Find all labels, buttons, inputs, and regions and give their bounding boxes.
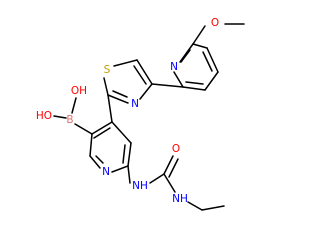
chemical-structure-diagram: O N S N B OH HO N NH O NH: [36, 17, 245, 211]
bond-nh-carbonyl: [149, 173, 165, 184]
bond-carbonyl-o: [163, 155, 174, 175]
atom-labels: O N S N B OH HO N NH O NH: [36, 17, 219, 205]
bond-thiazole-pyridine: [107, 94, 113, 123]
bond-th-c5-s: [113, 59, 138, 67]
bond-th-c2-n-inner: [112, 90, 128, 98]
atom-label-boron: B: [66, 114, 73, 126]
bond-mp-c2-n-inner: [95, 155, 104, 164]
bond-mp-c6-c5-inner: [122, 144, 126, 164]
atom-label-thiazole-s: S: [104, 64, 111, 76]
bond-c6-nh: [127, 165, 131, 184]
bond-o-pyridine: [192, 25, 206, 45]
bond-mp-c3-c2: [89, 133, 93, 157]
bond-mp-n-c6: [111, 165, 129, 173]
atom-label-urea-o: O: [172, 143, 180, 155]
atom-label-urea-nh-left: NH: [132, 180, 148, 192]
bond-th-c2-n: [107, 94, 129, 104]
bond-mp-c4-c3: [91, 121, 113, 135]
bond-boron-oh-lower: [53, 115, 67, 119]
atom-label-pyridine-n-top: N: [170, 61, 178, 73]
bond-th-s-c2: [103, 77, 109, 96]
bond-py-c2-c3: [182, 86, 206, 91]
bond-nh-ethyl: [187, 201, 203, 211]
atom-label-methoxy-o: O: [211, 17, 219, 29]
atom-label-urea-nh-right: NH: [172, 193, 188, 205]
bond-mp-c2-n: [89, 155, 101, 169]
bond-c3-boron: [74, 123, 93, 135]
bond-ethyl: [201, 205, 225, 211]
bond-py-c5-c6: [192, 43, 208, 49]
bond-mp-c6-c5: [127, 142, 132, 167]
bond-mp-c4-c3-inner: [93, 127, 111, 139]
bond-py-c6-n: [179, 43, 194, 63]
bonds: [53, 23, 245, 211]
bond-py-thiazole: [151, 83, 184, 88]
atom-label-thiazole-n: N: [131, 98, 139, 110]
bond-th-c4-c5: [136, 59, 153, 85]
bond-carbonyl-nh: [163, 173, 176, 193]
bond-py-n-c2: [173, 71, 184, 88]
bond-th-n-c4: [139, 83, 153, 100]
bond-th-c4-c5-inner: [133, 65, 147, 85]
bond-carbonyl-o-inner: [168, 158, 179, 178]
atom-label-pyridine-n-main: N: [102, 166, 110, 178]
bond-py-c3-c3-inner: [185, 81, 204, 85]
atom-label-oh-upper: OH: [71, 85, 87, 97]
bond-mp-c5-c4: [111, 121, 132, 144]
bond-py-c6-n-inner: [180, 49, 191, 63]
bond-py-c3-c4: [204, 71, 219, 91]
bond-py-c4-c5-inner: [202, 51, 213, 72]
bond-py-c4-c5: [206, 47, 219, 73]
bond-boron-oh-upper: [71, 97, 77, 114]
atom-label-ho-lower: HO: [36, 110, 52, 122]
